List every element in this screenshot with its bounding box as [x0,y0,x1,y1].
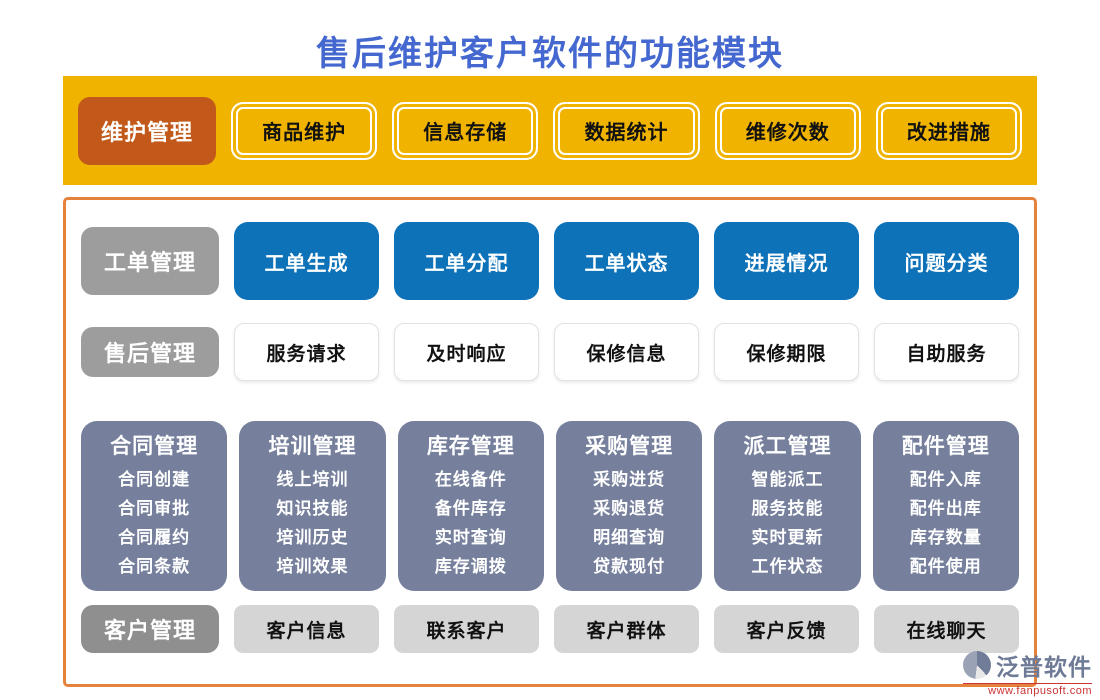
page-title: 售后维护客户软件的功能模块 [316,36,784,73]
panel-parts-management[interactable]: 配件管理 配件入库 配件出库 库存数量 配件使用 [872,421,1019,591]
panel-item[interactable]: 配件入库 [909,470,982,489]
banner-button-info-storage[interactable]: 信息存储 [392,101,539,160]
panel-title: 配件管理 [901,435,990,458]
panel-item[interactable]: 工作状态 [751,557,824,576]
panel-item[interactable]: 库存调拨 [434,557,507,576]
panel-item[interactable]: 在线备件 [434,470,507,489]
panel-item[interactable]: 培训效果 [276,557,349,576]
aftersales-group-label: 售后管理 [81,327,219,377]
customer-button-groups[interactable]: 客户群体 [554,605,699,653]
fanpu-logo-icon [963,651,991,679]
panel-item[interactable]: 合同履约 [118,528,191,547]
workorder-row: 工单管理 工单生成 工单分配 工单状态 进展情况 问题分类 [81,222,1019,300]
banner-button-product-maintenance[interactable]: 商品维护 [231,101,378,160]
panel-item[interactable]: 采购进货 [593,470,666,489]
banner-button-data-statistics[interactable]: 数据统计 [553,101,700,160]
aftersales-button-warranty-info[interactable]: 保修信息 [554,323,699,381]
workorder-button-issue-category[interactable]: 问题分类 [874,222,1019,300]
panel-inventory-management[interactable]: 库存管理 在线备件 备件库存 实时查询 库存调拨 [397,421,544,591]
workorder-button-generate[interactable]: 工单生成 [234,222,379,300]
footer-brand: 泛普软件 www.fanpusoft.com [963,648,1092,697]
panel-title: 派工管理 [743,435,832,458]
workorder-button-assign[interactable]: 工单分配 [394,222,539,300]
panel-title: 采购管理 [585,435,674,458]
customer-button-online-chat[interactable]: 在线聊天 [874,605,1019,653]
aftersales-row: 售后管理 服务请求 及时响应 保修信息 保修期限 自助服务 [81,323,1019,381]
panel-item[interactable]: 合同条款 [118,557,191,576]
banner-button-improvement[interactable]: 改进措施 [875,101,1023,160]
panel-item[interactable]: 线上培训 [276,470,349,489]
panel-training-management[interactable]: 培训管理 线上培训 知识技能 培训历史 培训效果 [239,421,386,591]
panel-item[interactable]: 实时更新 [751,528,824,547]
customer-button-info[interactable]: 客户信息 [234,605,379,653]
panel-purchasing-management[interactable]: 采购管理 采购进货 采购退货 明细查询 贷款现付 [555,421,703,591]
panel-item[interactable]: 培训历史 [276,528,349,547]
module-panels: 合同管理 合同创建 合同审批 合同履约 合同条款 培训管理 线上培训 知识技能 … [81,421,1019,591]
panel-title: 培训管理 [268,435,357,458]
panel-item[interactable]: 配件使用 [909,557,982,576]
aftersales-button-self-service[interactable]: 自助服务 [874,323,1019,381]
customer-group-label: 客户管理 [81,605,219,653]
maintenance-banner: 维护管理 商品维护 信息存储 数据统计 维修次数 改进措施 泛普软件 [63,76,1037,235]
workorder-group-label: 工单管理 [81,227,219,295]
footer-url: www.fanpusoft.com [963,683,1092,697]
panel-title: 合同管理 [110,435,199,458]
panel-item[interactable]: 合同审批 [118,499,191,518]
panel-item[interactable]: 服务技能 [751,499,824,518]
panel-contract-management[interactable]: 合同管理 合同创建 合同审批 合同履约 合同条款 [81,421,228,591]
customer-button-contact[interactable]: 联系客户 [394,605,539,653]
panel-item[interactable]: 明细查询 [593,528,666,547]
panel-item[interactable]: 合同创建 [118,470,191,489]
customer-button-feedback[interactable]: 客户反馈 [714,605,859,653]
panel-item[interactable]: 贷款现付 [593,557,666,576]
workorder-button-status[interactable]: 工单状态 [554,222,699,300]
panel-item[interactable]: 采购退货 [593,499,666,518]
panel-item[interactable]: 备件库存 [434,499,507,518]
panel-item[interactable]: 智能派工 [751,470,824,489]
customer-row: 客户管理 客户信息 联系客户 客户群体 客户反馈 在线聊天 [81,605,1019,653]
footer-brand-name: 泛普软件 [996,654,1092,680]
panel-item[interactable]: 库存数量 [909,528,982,547]
panel-item[interactable]: 配件出库 [909,499,982,518]
aftersales-button-timely-response[interactable]: 及时响应 [394,323,539,381]
panel-item[interactable]: 实时查询 [434,528,507,547]
banner-button-repair-count[interactable]: 维修次数 [714,101,861,160]
panel-item[interactable]: 知识技能 [276,499,349,518]
panel-dispatch-management[interactable]: 派工管理 智能派工 服务技能 实时更新 工作状态 [714,421,861,591]
aftersales-button-service-request[interactable]: 服务请求 [234,323,379,381]
panel-title: 库存管理 [426,435,515,458]
aftersales-button-warranty-period[interactable]: 保修期限 [714,323,859,381]
module-container: 工单管理 工单生成 工单分配 工单状态 进展情况 问题分类 售后管理 服务请求 … [63,197,1037,687]
maintenance-group-label: 维护管理 [78,96,216,165]
workorder-button-progress[interactable]: 进展情况 [714,222,859,300]
